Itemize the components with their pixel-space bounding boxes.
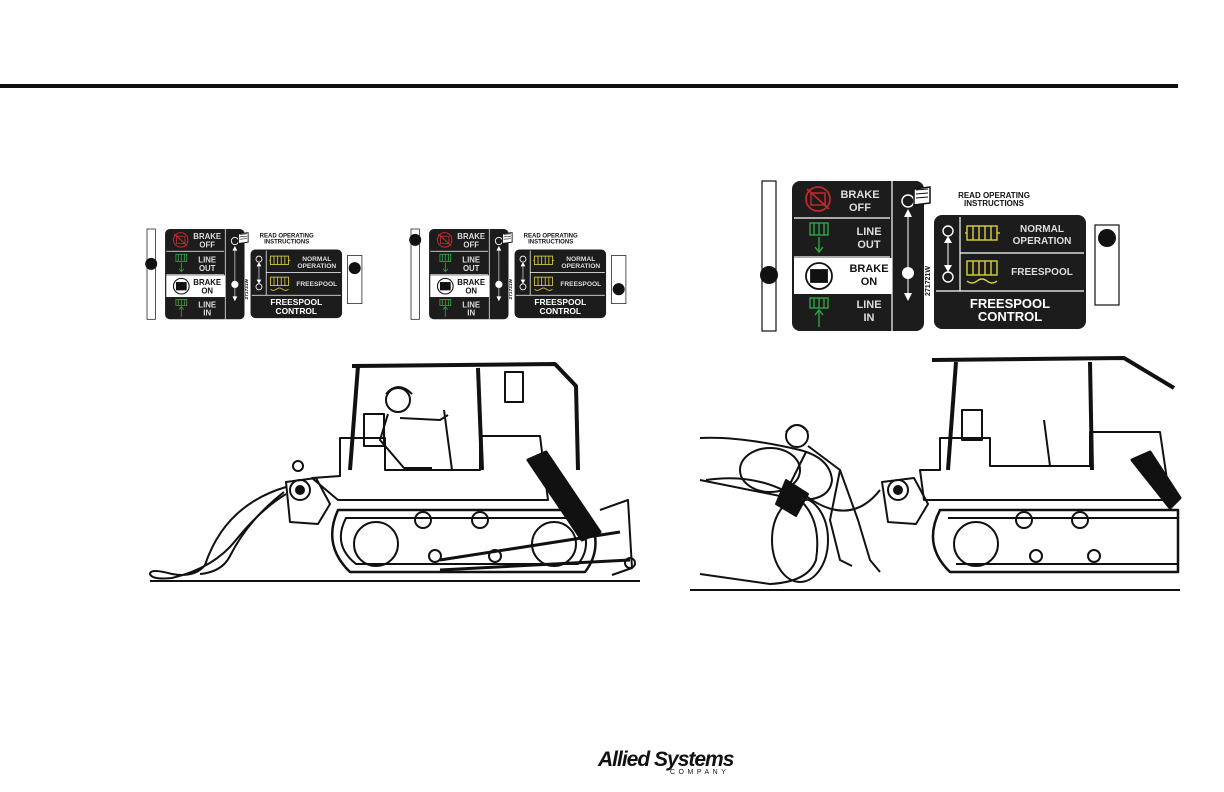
svg-text:LINE: LINE	[856, 299, 881, 311]
decal-right: BRAKE OFF LINE OUT BRAKE ON LINE IN READ…	[760, 180, 1120, 332]
svg-text:CONTROL: CONTROL	[540, 306, 582, 316]
svg-text:271721W: 271721W	[508, 278, 514, 299]
svg-text:INSTRUCTIONS: INSTRUCTIONS	[264, 239, 309, 245]
svg-text:ON: ON	[201, 286, 213, 295]
svg-text:ON: ON	[465, 286, 477, 295]
svg-text:OUT: OUT	[857, 239, 881, 251]
svg-text:NORMAL: NORMAL	[1020, 224, 1064, 235]
svg-text:BRAKE: BRAKE	[849, 263, 888, 275]
svg-text:OFF: OFF	[463, 241, 479, 250]
svg-text:FREESPOOL: FREESPOOL	[1011, 267, 1073, 278]
logo-sub: COMPANY	[670, 769, 730, 776]
svg-text:OPERATION: OPERATION	[297, 263, 336, 270]
bulldozer-right-illustration	[690, 356, 1182, 591]
svg-text:FREESPOOL: FREESPOOL	[560, 281, 601, 288]
freespool-label: FREESPOOL	[296, 281, 337, 288]
svg-text:FREESPOOL: FREESPOOL	[970, 296, 1050, 311]
svg-text:OPERATION: OPERATION	[1013, 236, 1072, 247]
normal-operation-label: NORMAL	[302, 256, 331, 263]
svg-text:OUT: OUT	[199, 264, 216, 273]
svg-text:OFF: OFF	[849, 202, 871, 214]
line-out-label: LINE	[198, 256, 216, 265]
svg-text:FREESPOOL: FREESPOOL	[534, 297, 586, 307]
svg-text:BRAKE: BRAKE	[457, 278, 485, 287]
line-in-label: LINE	[198, 300, 216, 309]
svg-text:READ OPERATING: READ OPERATING	[524, 233, 578, 239]
freespool-control-label: FREESPOOL	[270, 297, 322, 307]
svg-text:NORMAL: NORMAL	[566, 256, 595, 263]
svg-text:271721W: 271721W	[925, 266, 932, 296]
svg-text:INSTRUCTIONS: INSTRUCTIONS	[528, 239, 573, 245]
svg-text:CONTROL: CONTROL	[276, 306, 318, 316]
svg-text:BRAKE: BRAKE	[840, 189, 879, 201]
svg-text:LINE: LINE	[856, 226, 881, 238]
read-instructions-label: READ OPERATING	[260, 233, 314, 239]
svg-text:OFF: OFF	[199, 241, 215, 250]
decal-left: BRAKE OFF LINE OUT BRAKE ON LINE IN READ…	[145, 228, 363, 320]
allied-systems-logo: Allied Systems COMPANY	[598, 748, 734, 778]
header-rule	[0, 84, 1178, 88]
svg-text:OUT: OUT	[463, 264, 480, 273]
svg-text:IN: IN	[467, 309, 475, 318]
brake-on-label: BRAKE	[193, 278, 221, 287]
svg-text:BRAKE: BRAKE	[457, 232, 485, 241]
svg-text:LINE: LINE	[462, 300, 480, 309]
svg-text:READ OPERATING: READ OPERATING	[958, 191, 1030, 200]
svg-text:ON: ON	[861, 276, 878, 288]
svg-text:IN: IN	[864, 312, 875, 324]
svg-text:CONTROL: CONTROL	[978, 309, 1042, 324]
brake-off-label: BRAKE	[193, 232, 221, 241]
svg-text:LINE: LINE	[462, 256, 480, 265]
svg-text:OPERATION: OPERATION	[561, 263, 600, 270]
logo-name: Allied Systems	[598, 748, 734, 771]
decal-middle: BRAKE OFF LINE OUT BRAKE ON LINE IN READ…	[409, 228, 627, 320]
svg-text:INSTRUCTIONS: INSTRUCTIONS	[964, 199, 1025, 208]
part-number: 271721W	[244, 278, 250, 299]
svg-text:IN: IN	[203, 309, 211, 318]
bulldozer-left-illustration	[149, 362, 640, 582]
